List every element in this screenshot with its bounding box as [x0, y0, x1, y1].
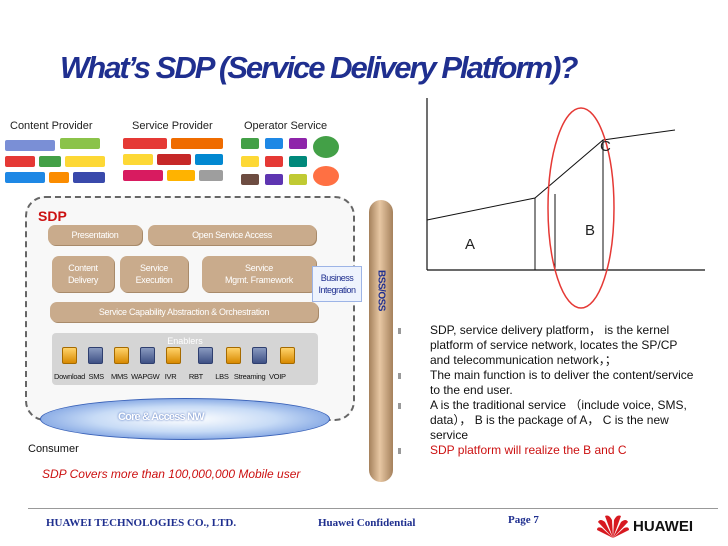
- logo-icon: [73, 172, 105, 183]
- content-provider-label: Content Provider: [10, 120, 93, 132]
- bullet-item: SDP, service delivery platform， is the k…: [398, 323, 698, 368]
- logo-icon: [5, 156, 35, 167]
- region-b-label: B: [585, 222, 596, 239]
- bullet-list: SDP, service delivery platform， is the k…: [398, 323, 698, 458]
- growth-line: [426, 129, 676, 221]
- huawei-logo-icon: [597, 515, 629, 538]
- wapgw-server-icon: [140, 347, 155, 364]
- logo-icon: [265, 138, 283, 149]
- service-chart-svg: [426, 98, 705, 309]
- logo-icon: [123, 138, 167, 149]
- logo-icon: [65, 156, 105, 167]
- lbs-server-icon: [226, 347, 241, 364]
- logo-icon: [171, 138, 223, 149]
- open-service-access-block: Open Service Access: [148, 225, 316, 245]
- logo-icon: [289, 174, 307, 185]
- sdp-label: SDP: [38, 208, 67, 224]
- region-c-label: C: [600, 138, 611, 155]
- logo-icon: [313, 166, 339, 186]
- service-chart: A B C: [395, 90, 715, 320]
- service-mgmt-block: Service Mgmt. Framework: [202, 256, 316, 292]
- enabler-labels: Download SMS MMS WAPGW IVR RBT LBS Strea…: [54, 372, 286, 381]
- ivr-server-icon: [166, 347, 181, 364]
- logo-icon: [123, 154, 153, 165]
- footer-confidential: Huawei Confidential: [318, 517, 416, 529]
- logo-icon: [241, 156, 259, 167]
- consumer-label: Consumer: [28, 443, 79, 455]
- provider-logos: [5, 136, 345, 188]
- presentation-block: Presentation: [48, 225, 142, 245]
- download-server-icon: [62, 347, 77, 364]
- logo-icon: [289, 156, 307, 167]
- logo-icon: [195, 154, 223, 165]
- logo-icon: [167, 170, 195, 181]
- footer-divider: [28, 508, 718, 509]
- content-delivery-block: Content Delivery: [52, 256, 114, 292]
- streaming-server-icon: [252, 347, 267, 364]
- logo-icon: [157, 154, 191, 165]
- logo-icon: [5, 140, 55, 151]
- huawei-brand-text: HUAWEI: [633, 518, 693, 535]
- network-label: Core & Access NW: [118, 411, 205, 423]
- bss-oss-label: BSS/OSS: [375, 270, 387, 311]
- logo-icon: [39, 156, 61, 167]
- logo-icon: [265, 174, 283, 185]
- logo-icon: [49, 172, 69, 183]
- logo-icon: [313, 136, 339, 158]
- service-provider-label: Service Provider: [132, 120, 213, 132]
- logo-icon: [289, 138, 307, 149]
- enablers-title: Enablers: [167, 336, 203, 346]
- region-a-label: A: [465, 236, 476, 253]
- bullet-item: SDP platform will realize the B and C: [398, 443, 698, 458]
- business-integration-box: Business Integration: [312, 266, 362, 302]
- bc-highlight-ellipse: [547, 107, 615, 309]
- logo-icon: [241, 138, 259, 149]
- operator-service-label: Operator Service: [244, 120, 328, 132]
- sms-server-icon: [88, 347, 103, 364]
- logo-icon: [60, 138, 100, 149]
- logo-icon: [199, 170, 223, 181]
- logo-icon: [5, 172, 45, 183]
- capability-block: Service Capability Abstraction & Orchest…: [50, 302, 318, 322]
- logo-icon: [241, 174, 259, 185]
- service-execution-block: Service Execution: [120, 256, 188, 292]
- bss-oss-bar: BSS/OSS: [369, 200, 393, 482]
- footer-page: Page 7: [508, 514, 539, 526]
- voip-server-icon: [280, 347, 295, 364]
- sdp-coverage-note: SDP Covers more than 100,000,000 Mobile …: [42, 467, 301, 481]
- bullet-item: A is the traditional service （include vo…: [398, 398, 698, 443]
- bullet-item: The main function is to deliver the cont…: [398, 368, 698, 398]
- logo-icon: [265, 156, 283, 167]
- mms-server-icon: [114, 347, 129, 364]
- logo-icon: [123, 170, 163, 181]
- rbt-server-icon: [198, 347, 213, 364]
- core-access-network: [40, 398, 330, 440]
- footer-company: HUAWEI TECHNOLOGIES CO., LTD.: [46, 517, 237, 529]
- slide-title: What’s SDP (Service Delivery Platform)?: [60, 50, 578, 85]
